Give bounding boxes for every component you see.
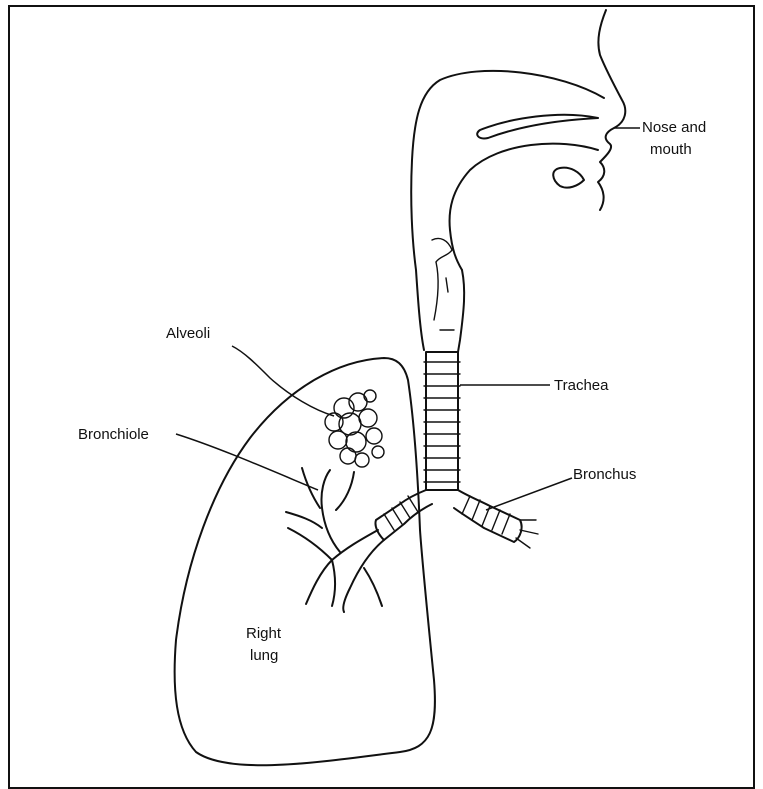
label-bronchus: Bronchus: [573, 465, 636, 485]
trachea-rings: [424, 352, 460, 490]
label-mouth: mouth: [650, 140, 692, 160]
label-lung: lung: [250, 646, 278, 666]
bronchus-left: [375, 490, 432, 540]
label-alveoli: Alveoli: [166, 324, 210, 344]
label-trachea: Trachea: [554, 376, 608, 396]
nasal-shelf: [477, 115, 598, 139]
label-bronchiole: Bronchiole: [78, 425, 149, 445]
face-profile: [598, 10, 625, 210]
label-nose-and: Nose and: [642, 118, 706, 138]
nasal-cavity: [411, 71, 604, 350]
leader-bronchus: [486, 478, 572, 510]
bronchiole-tree: [286, 468, 384, 612]
right-lung-outline: [175, 358, 435, 765]
mouth-tongue: [450, 144, 598, 270]
epiglottis: [432, 238, 452, 262]
bronchus-right: [454, 490, 538, 548]
leader-alveoli: [232, 346, 334, 416]
label-right: Right: [246, 624, 281, 644]
tongue-tip: [553, 168, 584, 188]
pharynx-wall: [458, 270, 464, 352]
larynx-detail: [434, 262, 454, 330]
alveoli-cluster: [325, 390, 384, 467]
